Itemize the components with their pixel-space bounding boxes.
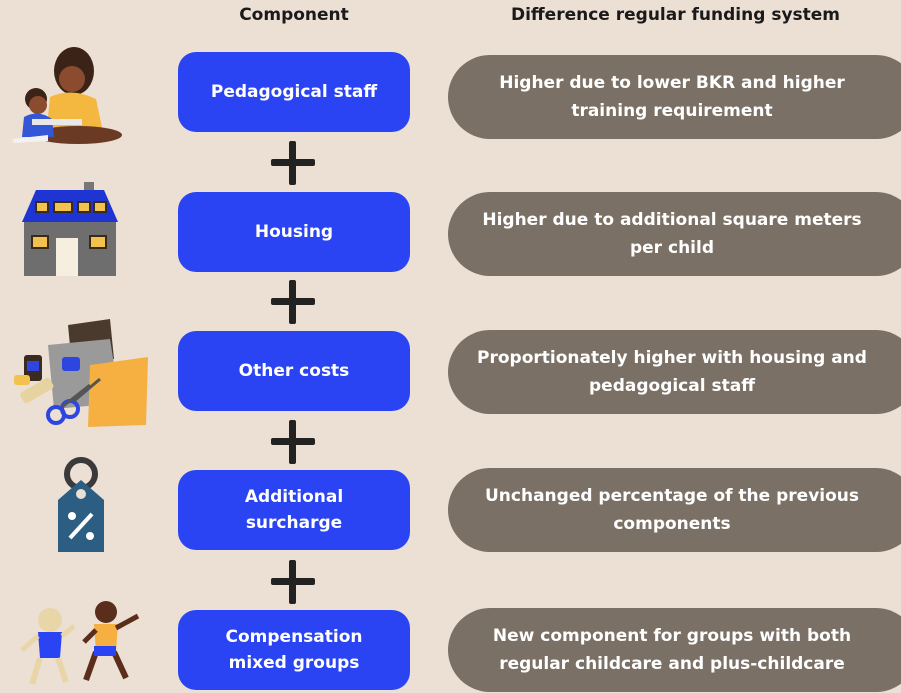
difference-column-header: Difference regular funding system	[510, 5, 841, 25]
component-compensation-mixed-groups: Compensation mixed groups	[178, 610, 410, 690]
craft-supplies-icon	[14, 319, 148, 427]
component-pedagogical-staff: Pedagogical staff	[178, 52, 410, 132]
playing-children-icon	[20, 601, 140, 685]
difference-housing: Higher due to additional square meters p…	[448, 192, 901, 276]
component-column-header: Component	[239, 5, 349, 25]
house-icon	[22, 182, 118, 276]
component-other-costs: Other costs	[178, 331, 410, 411]
difference-additional-surcharge: Unchanged percentage of the previous com…	[448, 468, 901, 552]
plus-icon	[271, 420, 315, 464]
plus-icon	[271, 141, 315, 185]
difference-compensation-mixed-groups: New component for groups with both regul…	[448, 608, 901, 692]
difference-other-costs: Proportionately higher with housing and …	[448, 330, 901, 414]
plus-icon	[271, 280, 315, 324]
component-housing: Housing	[178, 192, 410, 272]
difference-pedagogical-staff: Higher due to lower BKR and higher train…	[448, 55, 901, 139]
percent-tag-icon	[58, 457, 104, 552]
caregiver-with-child-icon	[12, 47, 122, 144]
plus-icon	[271, 560, 315, 604]
component-additional-surcharge: Additional surcharge	[178, 470, 410, 550]
